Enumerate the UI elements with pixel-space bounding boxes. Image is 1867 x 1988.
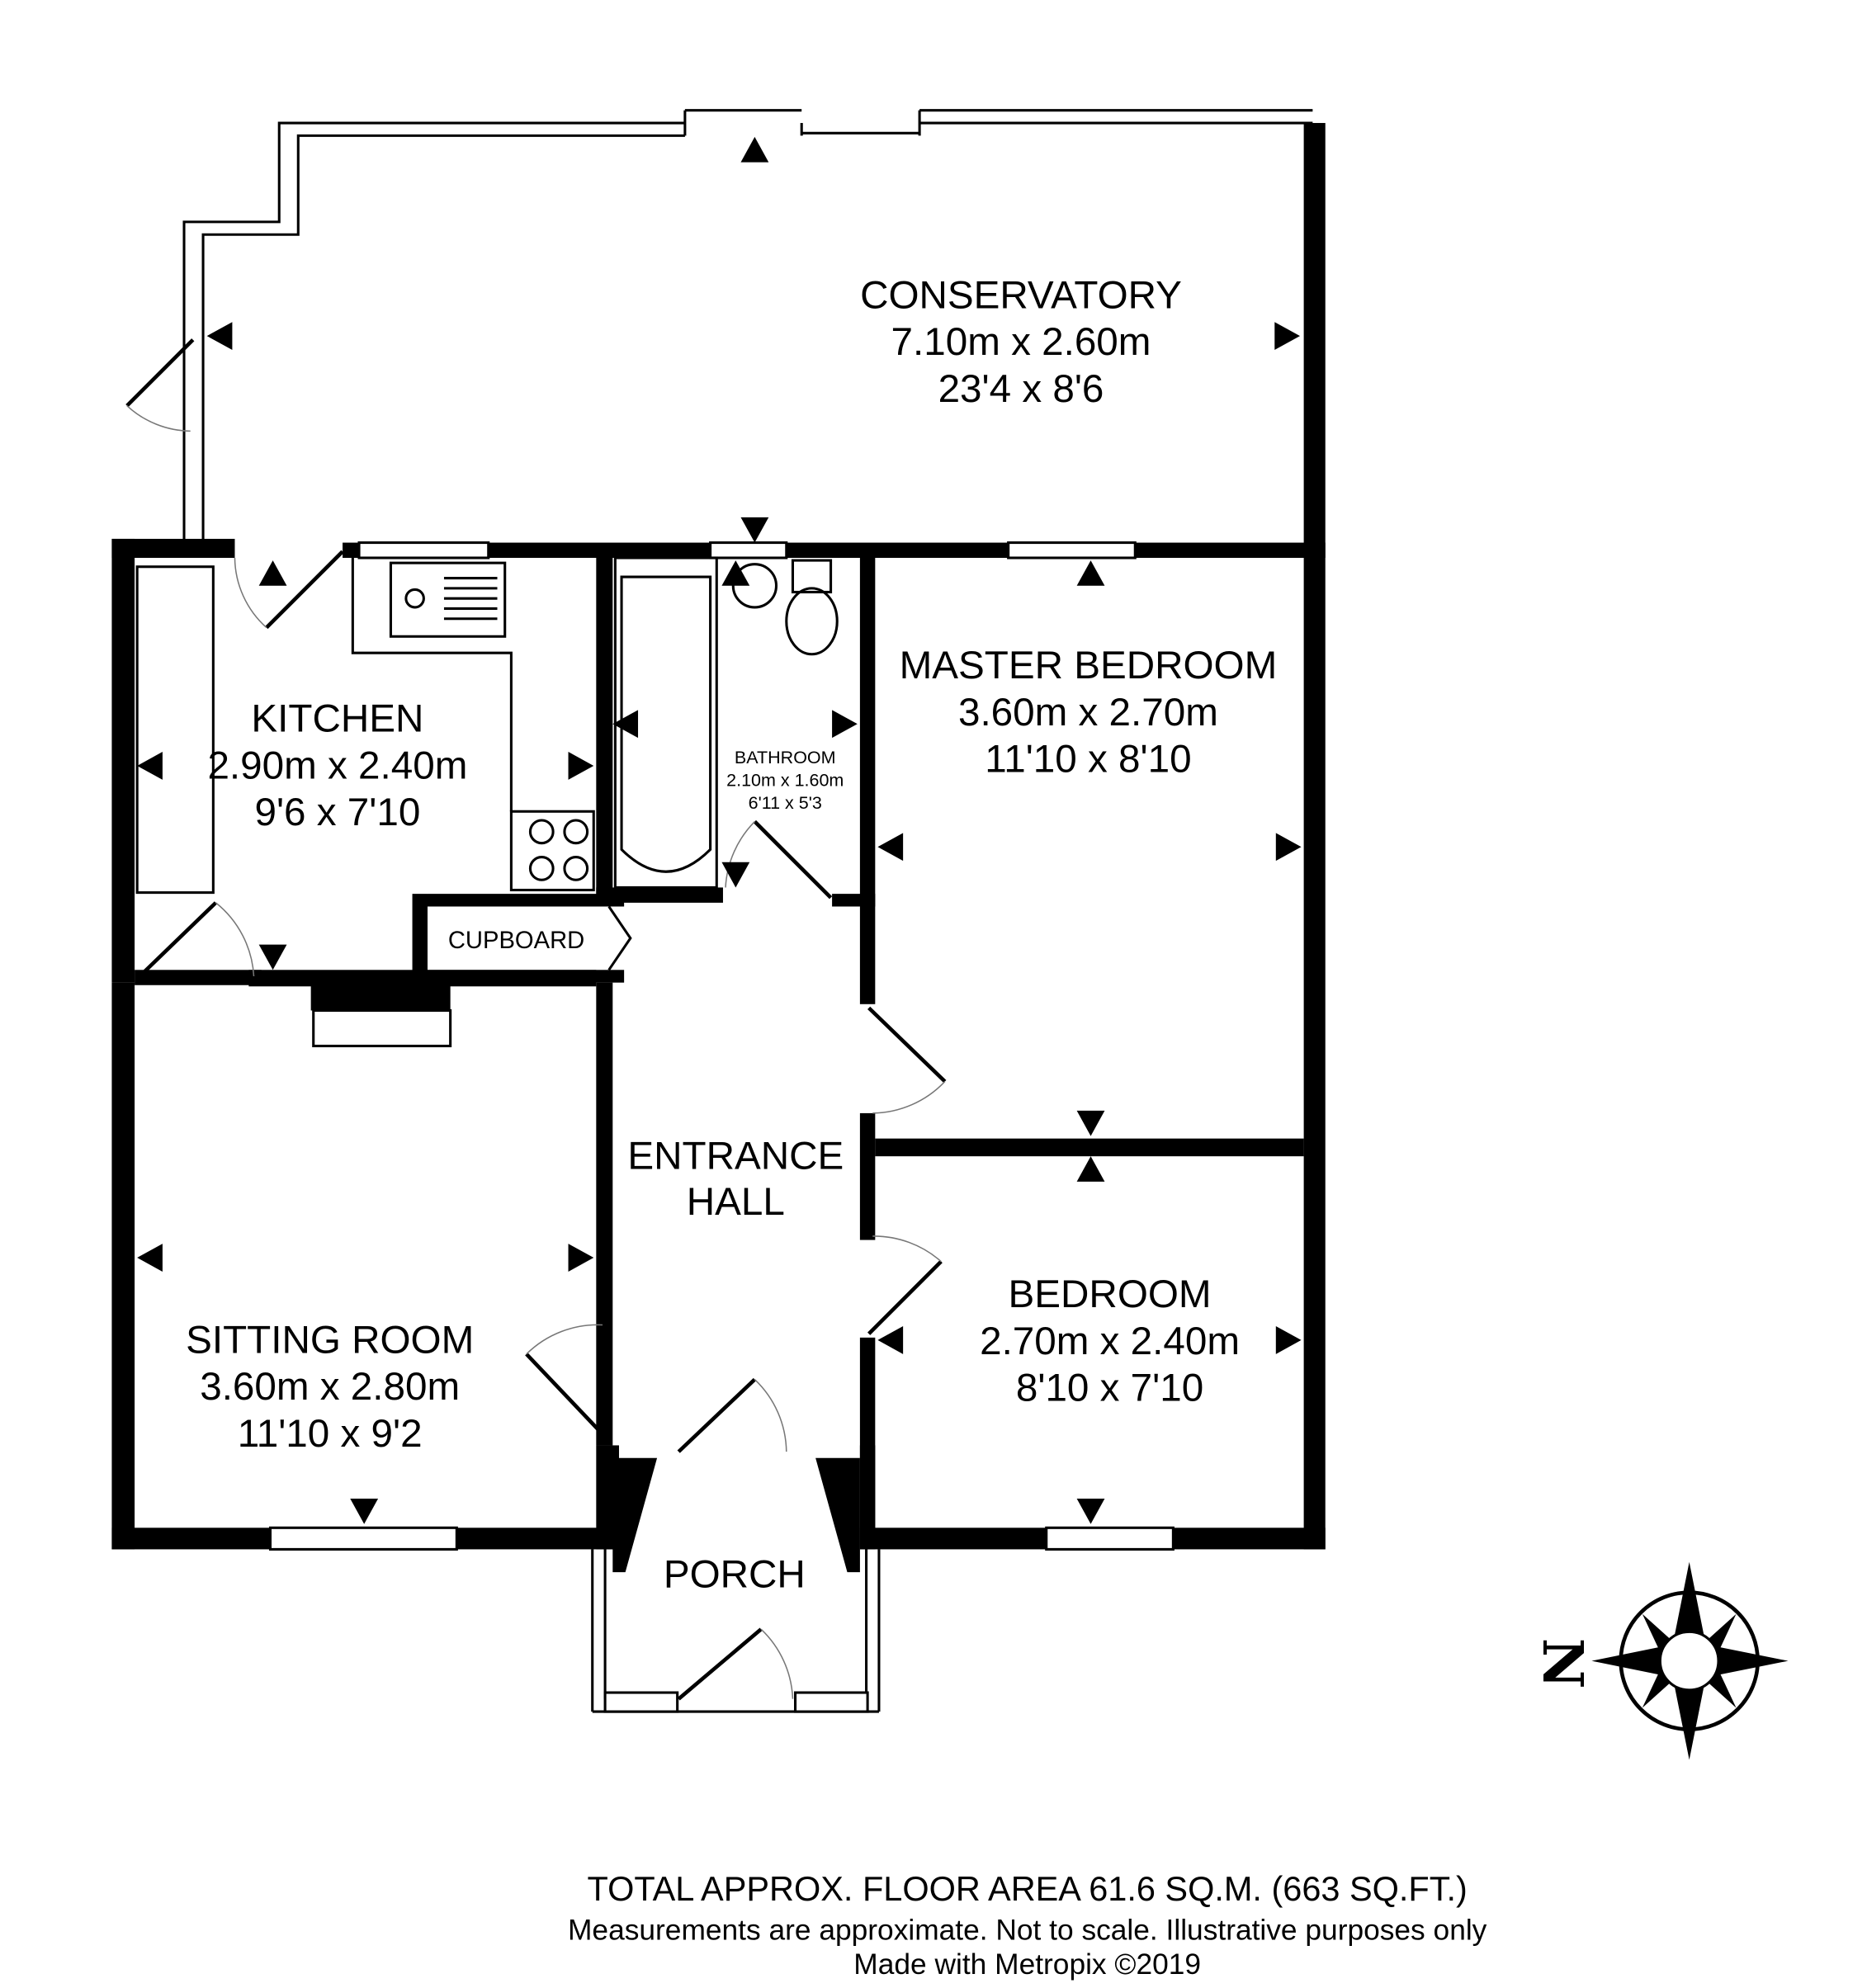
entrance-hall-name-1: ENTRANCE xyxy=(627,1135,844,1178)
bedroom-imperial: 8'10 x 7'10 xyxy=(1016,1367,1203,1410)
windows xyxy=(268,541,1175,1551)
bathroom-imperial: 6'11 x 5'3 xyxy=(749,793,822,813)
bathroom-metric: 2.10m x 1.60m xyxy=(726,771,844,791)
sink-icon xyxy=(389,561,507,638)
conservatory-imperial: 23'4 x 8'6 xyxy=(938,367,1104,411)
kitchen-imperial: 9'6 x 7'10 xyxy=(254,791,420,834)
bathroom-name: BATHROOM xyxy=(735,748,836,767)
sitting-room-name: SITTING ROOM xyxy=(186,1318,474,1362)
kitchen-fixtures xyxy=(135,557,595,895)
cupboard-name: CUPBOARD xyxy=(448,928,584,954)
bathroom-fixtures xyxy=(613,556,839,889)
total-floor-area: TOTAL APPROX. FLOOR AREA 61.6 SQ.M. (663… xyxy=(588,1869,1468,1908)
sitting-room-metric: 3.60m x 2.80m xyxy=(200,1365,460,1409)
conservatory-metric: 7.10m x 2.60m xyxy=(891,320,1151,364)
entrance-hall-name-2: HALL xyxy=(687,1180,785,1224)
credit: Made with Metropix ©2019 xyxy=(853,1948,1201,1981)
bath-icon xyxy=(620,575,712,873)
conservatory-glazing xyxy=(182,109,1313,552)
hob-icon xyxy=(509,810,595,892)
north-label: N xyxy=(1530,1638,1595,1689)
bedroom-name: BEDROOM xyxy=(1009,1273,1212,1316)
toilet-icon xyxy=(785,587,839,656)
bedroom-metric: 2.70m x 2.40m xyxy=(980,1320,1240,1363)
master-bedroom-metric: 3.60m x 2.70m xyxy=(958,691,1218,734)
porch-name: PORCH xyxy=(664,1553,806,1597)
compass-rose-icon: N xyxy=(1530,1561,1789,1760)
porch-walls xyxy=(591,1549,881,1713)
master-bedroom-name: MASTER BEDROOM xyxy=(900,644,1278,687)
kitchen-name: KITCHEN xyxy=(251,697,423,740)
conservatory-door xyxy=(125,338,195,432)
master-bedroom-imperial: 11'10 x 8'10 xyxy=(985,738,1191,782)
disclaimer: Measurements are approximate. Not to sca… xyxy=(568,1915,1487,1947)
kitchen-metric: 2.90m x 2.40m xyxy=(207,744,467,787)
sitting-room-imperial: 11'10 x 9'2 xyxy=(238,1412,423,1456)
conservatory-name: CONSERVATORY xyxy=(860,273,1182,317)
dimension-arrows xyxy=(137,136,1302,1524)
interior-doors xyxy=(138,550,947,1453)
